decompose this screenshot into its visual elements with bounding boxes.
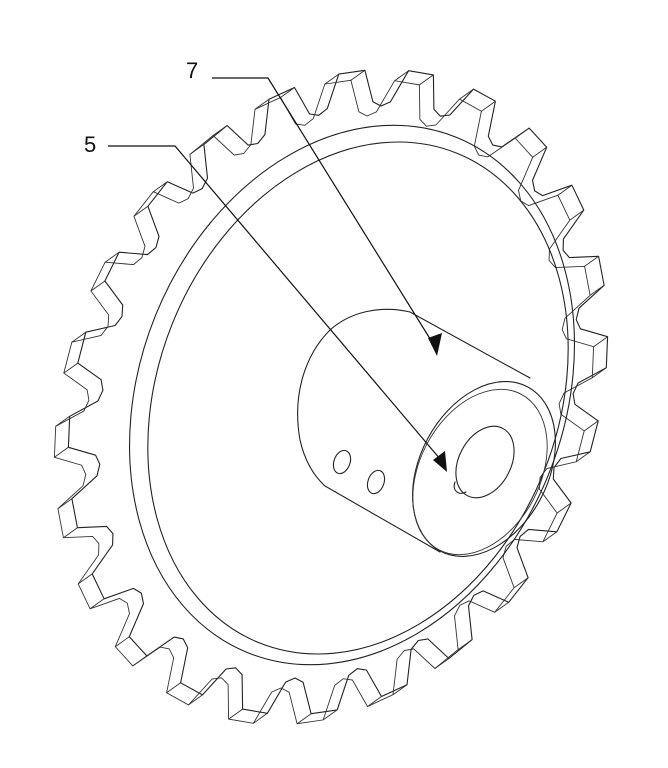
tooth-side-edge	[280, 87, 295, 98]
tooth-side-edge	[584, 255, 599, 267]
callout-7-group: 7	[186, 58, 442, 356]
tooth-side-edge	[296, 713, 312, 725]
tooth-side-edge	[77, 573, 93, 585]
tooth-side-edge	[542, 531, 558, 543]
tooth-side-edge	[457, 639, 473, 650]
tooth-side-edge	[254, 98, 270, 110]
tooth-side-edge	[253, 712, 268, 724]
leader-arrow-7	[428, 333, 442, 356]
sprocket-teeth-back-edge	[53, 79, 595, 725]
tooth-side-edge	[71, 331, 87, 343]
tooth-side-edge	[166, 682, 181, 694]
sprocket-disc	[53, 69, 609, 725]
tooth-side-edge	[532, 146, 547, 158]
tooth-side-edge	[324, 73, 340, 85]
hub	[297, 308, 556, 557]
tooth-side-edge	[63, 527, 78, 539]
tooth-side-edge	[592, 367, 607, 379]
tooth-side-edge	[57, 498, 73, 510]
tooth-side-edge	[419, 74, 434, 86]
set-screw-hole-2	[366, 469, 386, 495]
tooth-side-edge	[557, 184, 573, 196]
tooth-side-edge	[514, 127, 530, 139]
tooth-side-edge	[188, 694, 203, 706]
set-screw-hole-1	[332, 449, 352, 475]
tooth-side-edge	[434, 658, 450, 669]
callout-label-7: 7	[186, 58, 198, 83]
tooth-side-edge	[228, 708, 243, 720]
sprocket-tooth-side-edges	[54, 69, 608, 725]
tooth-side-edge	[89, 598, 105, 610]
tooth-side-edge	[593, 336, 608, 348]
tooth-side-edge	[153, 181, 168, 193]
hub-end-face	[412, 381, 556, 557]
tooth-side-edge	[90, 280, 106, 292]
tooth-side-edge	[132, 655, 148, 667]
tooth-side-edge	[392, 684, 408, 696]
tooth-side-edge	[481, 100, 496, 112]
flange-outer-ring	[129, 124, 575, 666]
tooth-side-edge	[55, 415, 70, 427]
tooth-side-edge	[212, 125, 228, 136]
keyway-notch	[453, 481, 467, 494]
leader-line-7	[212, 77, 438, 351]
hub-left-edge	[297, 329, 441, 553]
tooth-side-edge	[133, 205, 149, 217]
tooth-side-edge	[556, 502, 572, 514]
tooth-side-edge	[459, 88, 474, 100]
tooth-side-edge	[583, 420, 599, 432]
tooth-side-edge	[115, 636, 130, 648]
tooth-side-edge	[189, 144, 205, 155]
tooth-side-edge	[367, 696, 382, 707]
flange-inner-ring	[147, 141, 569, 655]
callout-5-group: 5	[84, 132, 447, 472]
tooth-side-edge	[350, 69, 366, 81]
callout-label-5: 5	[84, 132, 96, 157]
tooth-side-edge	[513, 577, 529, 589]
tooth-side-edge	[63, 362, 79, 374]
leader-line-5	[108, 145, 447, 467]
leader-arrow-5	[433, 451, 447, 472]
tooth-side-edge	[322, 709, 338, 721]
tooth-side-edge	[394, 70, 409, 82]
sprocket-teeth-outline	[67, 69, 609, 715]
tooth-side-edge	[575, 451, 591, 463]
tooth-side-edge	[104, 251, 120, 263]
hub-end-face-chamfer	[412, 388, 548, 556]
tooth-side-edge	[54, 446, 69, 458]
sprocket-flange	[129, 124, 575, 666]
tooth-side-edge	[589, 284, 605, 296]
tooth-side-edge	[569, 209, 585, 221]
hub-top-edge	[329, 308, 531, 379]
tooth-side-edge	[494, 601, 509, 613]
hub-bore	[455, 425, 515, 499]
